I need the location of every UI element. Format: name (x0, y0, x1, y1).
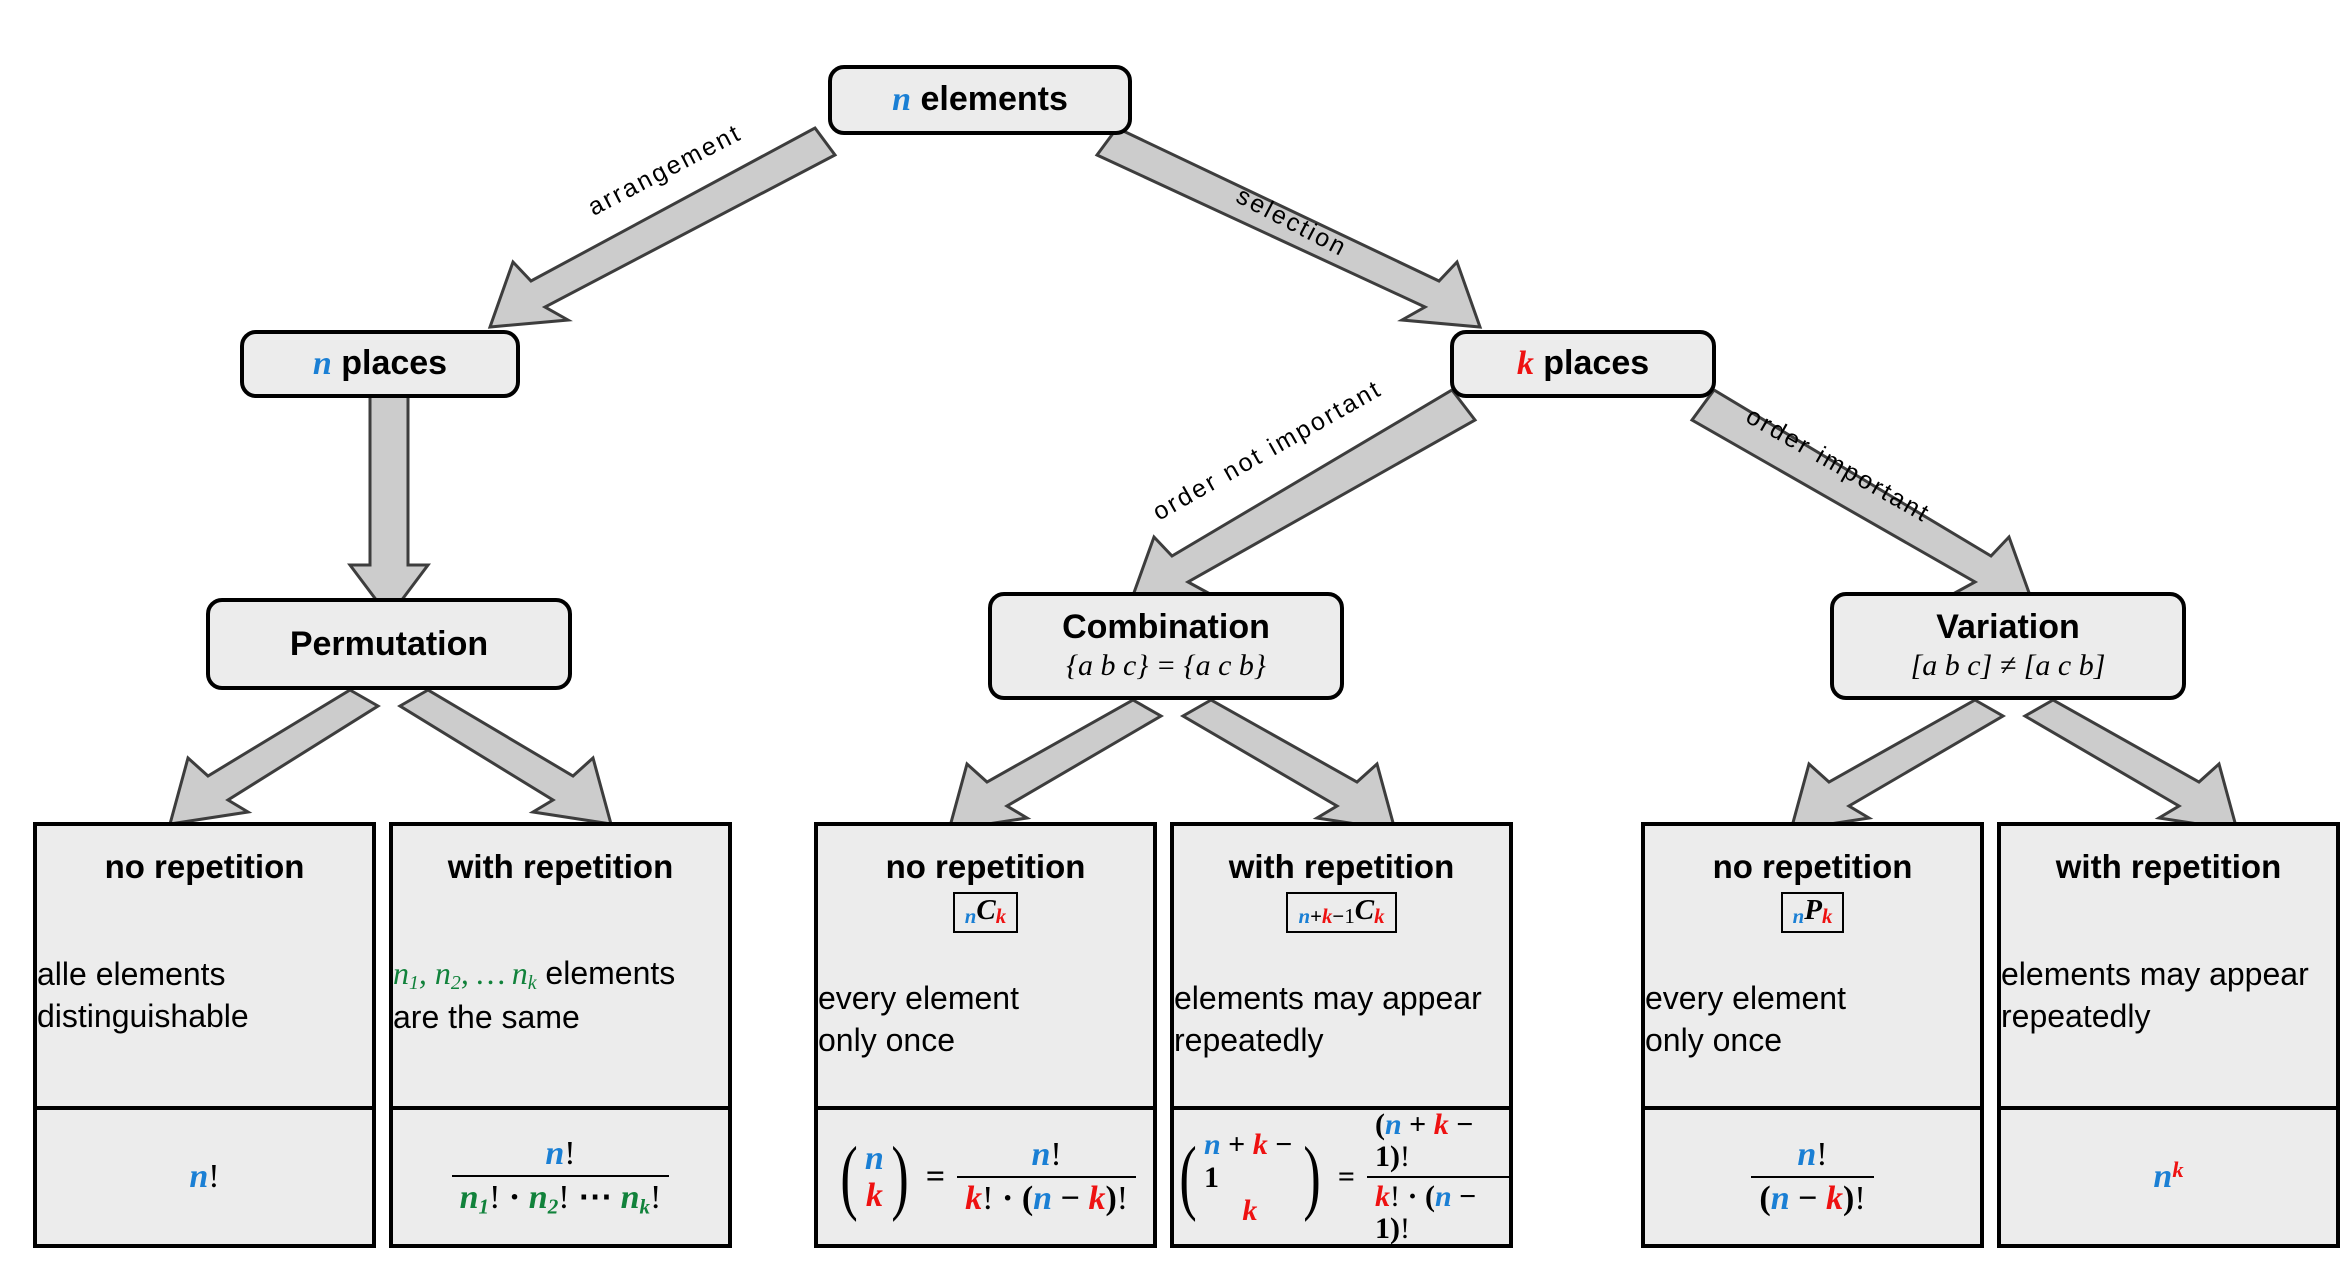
leaf-description: elements may appear repeatedly (1174, 978, 1509, 1061)
node-permutation[interactable]: Permutation (206, 598, 572, 690)
node-k-places-label: k places (1517, 344, 1649, 383)
node-n-places-label: n places (313, 344, 447, 383)
symbol-n: n (312, 345, 332, 383)
leaf-head: no repetition (885, 848, 1086, 885)
leaf-variation-no-repetition[interactable]: no repetition nPk every element only onc… (1641, 822, 1984, 1248)
leaf-desc-line1: n1, n2, … nk elements (393, 955, 676, 995)
node-n-places-text: places (331, 344, 448, 383)
symbol-k: k (1516, 345, 1534, 383)
symbol-n: n (892, 81, 912, 119)
leaf-combination-with-repetition[interactable]: with repetition n+k−1Ck elements may app… (1170, 822, 1513, 1248)
leaf-desc-line2: are the same (393, 999, 580, 1036)
edge-selection (1094, 126, 1483, 329)
node-variation-example: [a b c] ≠ [a c b] (1910, 649, 2106, 683)
leaf-description: alle elements distinguishable (37, 954, 372, 1037)
edge-variation-right (2022, 698, 2240, 832)
edge-variation-left (1788, 698, 2006, 832)
node-n-elements-text: elements (911, 80, 1068, 119)
leaf-top: no repetition nPk every element only onc… (1645, 826, 1980, 1106)
leaf-description: n1, n2, … nk elements are the same (393, 953, 728, 1038)
leaf-formula: n! (n − k)! (1645, 1106, 1980, 1244)
node-n-places[interactable]: n places (240, 330, 520, 398)
node-k-places-text: places (1533, 344, 1650, 383)
edge-combination-right (1180, 698, 1398, 832)
leaf-desc-line1: elements may appear (2001, 956, 2309, 993)
leaf-desc-line2: only once (1645, 1021, 1782, 1058)
leaf-desc-line1: every element (1645, 979, 1846, 1016)
leaf-combination-no-repetition[interactable]: no repetition nCk every element only onc… (814, 822, 1157, 1248)
leaf-formula: ( n + k − 1 k ) = (n + k − 1)! k! · (n −… (1174, 1106, 1509, 1245)
leaf-desc-line1: elements may appear (1174, 979, 1482, 1016)
leaf-description: every element only once (1645, 978, 1980, 1061)
leaf-head: no repetition (104, 848, 305, 885)
edge-permutation-right (397, 688, 614, 826)
node-n-elements[interactable]: n elements (828, 65, 1132, 135)
leaf-formula: n! (37, 1106, 372, 1244)
leaf-desc-line2: only once (818, 1021, 955, 1058)
node-permutation-title: Permutation (289, 624, 489, 663)
node-n-elements-label: n elements (892, 80, 1068, 119)
leaf-desc-line2: repeatedly (2001, 997, 2151, 1034)
leaf-head: no repetition (1712, 848, 1913, 885)
node-combination-title: Combination (1062, 607, 1270, 646)
node-variation[interactable]: Variation [a b c] ≠ [a c b] (1830, 592, 2186, 700)
leaf-desc-line2: distinguishable (37, 997, 249, 1034)
leaf-top: no repetition alle elements distinguisha… (37, 826, 372, 1106)
leaf-top: with repetition n+k−1Ck elements may app… (1174, 826, 1509, 1106)
leaf-top: with repetition n1, n2, … nk elements ar… (393, 826, 728, 1106)
edge-arrangement (487, 126, 838, 329)
node-variation-title: Variation (1936, 607, 2080, 646)
leaf-head: with repetition (1228, 848, 1455, 885)
leaf-head: with repetition (447, 848, 674, 885)
leaf-formula: nk (2001, 1106, 2336, 1244)
node-combination[interactable]: Combination {a b c} = {a c b} (988, 592, 1344, 700)
notation-badge-npkm1Ck: n+k−1Ck (1286, 891, 1397, 934)
leaf-top: with repetition elements may appear repe… (2001, 826, 2336, 1106)
leaf-desc-line2: repeatedly (1174, 1021, 1324, 1058)
leaf-desc-line1: alle elements (37, 956, 226, 993)
notation-badge-nPk: nPk (1780, 891, 1845, 934)
leaf-permutation-no-repetition[interactable]: no repetition alle elements distinguisha… (33, 822, 376, 1248)
node-combination-example: {a b c} = {a c b} (1066, 649, 1266, 683)
leaf-description: elements may appear repeatedly (2001, 954, 2336, 1037)
edge-permutation-left (167, 688, 381, 826)
leaf-top: no repetition nCk every element only onc… (818, 826, 1153, 1106)
node-k-places[interactable]: k places (1450, 330, 1716, 398)
notation-badge-nCk: nCk (952, 891, 1019, 934)
leaf-formula: n! n1! · n2! ⋯ nk! (393, 1106, 728, 1244)
edge-combination-left (946, 698, 1164, 832)
leaf-description: every element only once (818, 978, 1153, 1061)
leaf-head: with repetition (2055, 848, 2282, 885)
leaf-permutation-with-repetition[interactable]: with repetition n1, n2, … nk elements ar… (389, 822, 732, 1248)
edge-n-places-to-permutation (347, 388, 431, 620)
leaf-desc-line1: every element (818, 979, 1019, 1016)
leaf-variation-with-repetition[interactable]: with repetition elements may appear repe… (1997, 822, 2340, 1248)
